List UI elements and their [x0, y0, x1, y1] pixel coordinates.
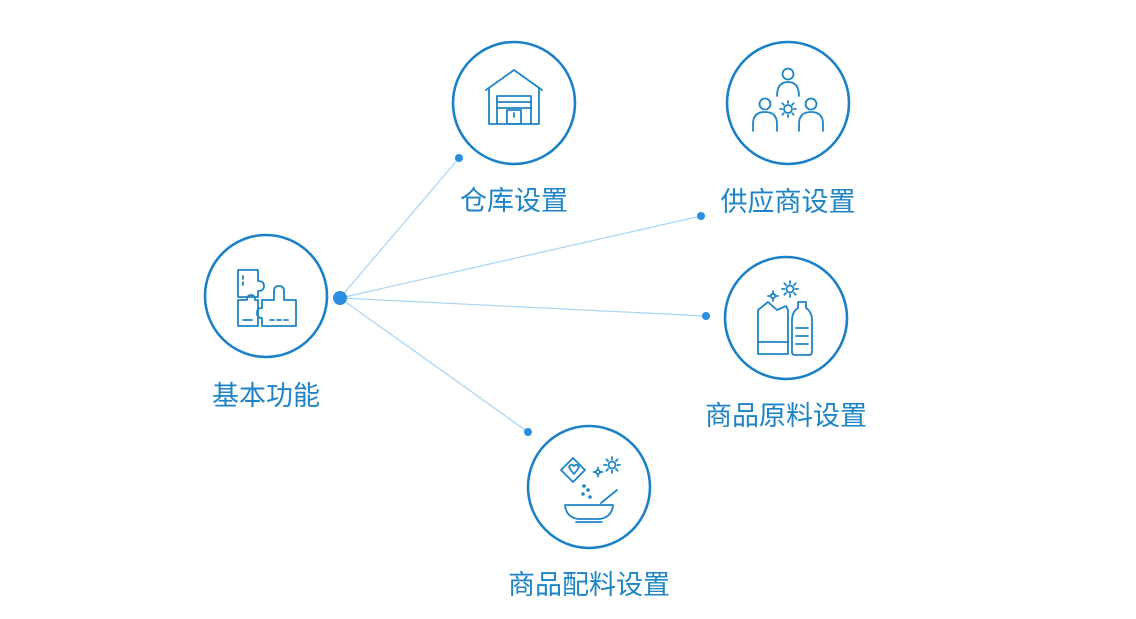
node-warehouse-settings[interactable]: 仓库设置: [451, 40, 577, 217]
node-ring: [723, 255, 849, 381]
warehouse-icon: [485, 69, 543, 125]
edge-warehouse: [339, 157, 460, 299]
mixing-bowl-icon: [560, 456, 621, 523]
product-ingredients-icon: [757, 280, 813, 356]
node-label-product-mixing-settings: 商品配料设置: [508, 570, 670, 601]
node-label-basic-functions: 基本功能: [212, 381, 320, 412]
connectors: [339, 157, 707, 433]
node-label-warehouse-settings: 仓库设置: [460, 186, 568, 217]
supplier-team-icon: [752, 67, 824, 132]
node-label-product-ingredients-settings: 商品原料设置: [705, 401, 867, 432]
endpoint-dot-warehouse: [455, 154, 463, 162]
edge-mixing: [339, 297, 529, 433]
puzzle-icon: [237, 269, 297, 327]
endpoint-dot-supplier: [697, 212, 705, 220]
edge-supplier: [339, 215, 702, 299]
node-product-ingredients-settings[interactable]: 商品原料设置: [705, 255, 867, 432]
node-label-supplier-settings: 供应商设置: [721, 187, 856, 218]
endpoint-dot-product-ingredients: [702, 312, 710, 320]
node-ring: [526, 424, 652, 550]
node-supplier-settings[interactable]: 供应商设置: [721, 40, 856, 218]
endpoint-dot-mixing: [524, 428, 532, 436]
node-ring: [451, 40, 577, 166]
edge-product-ingredients: [339, 297, 707, 317]
node-basic-functions[interactable]: 基本功能: [203, 233, 329, 412]
hub-dot: [333, 291, 347, 305]
node-product-mixing-settings[interactable]: 商品配料设置: [508, 424, 670, 601]
node-ring: [203, 233, 329, 359]
